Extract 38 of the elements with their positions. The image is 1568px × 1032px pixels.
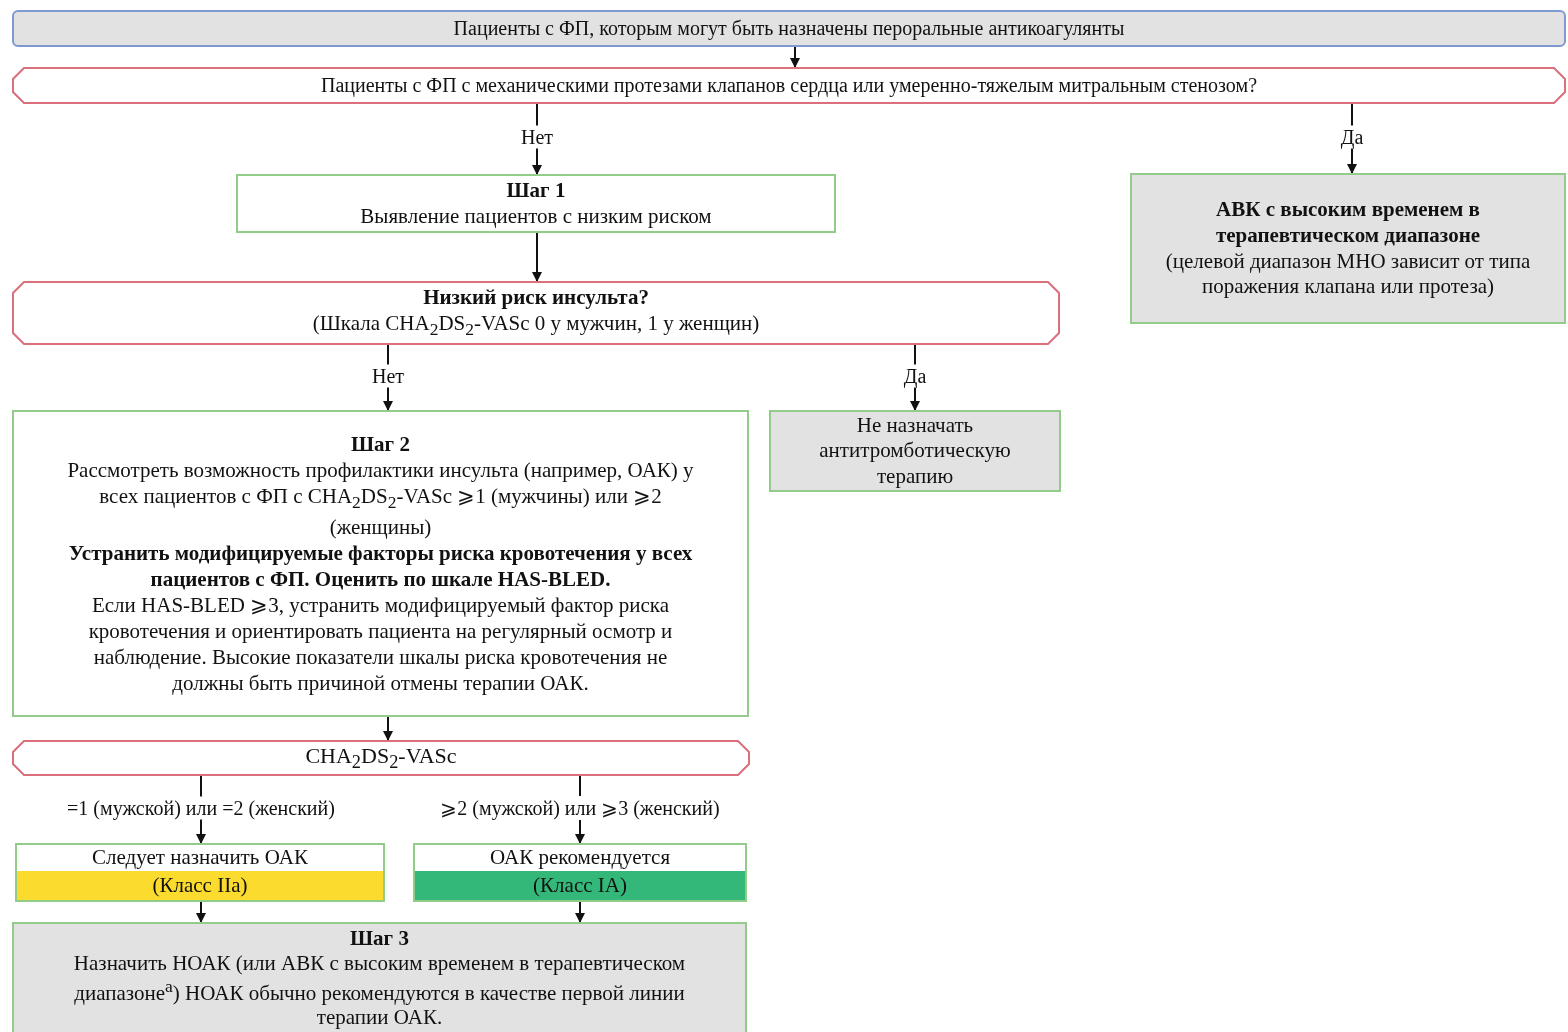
step-text: Рассмотреть возможность профилактики инсульта (например, ОАК) у всех пациентов с ФП с CHA$_{2}$DS$_{2}$-VASc ⩾1 (мужчины) или ⩾2 (женщины) <box>66 456 695 540</box>
step-text: Выявление пациентов с низким риском <box>360 203 712 230</box>
result-box <box>1130 173 1566 324</box>
step-box <box>15 843 385 902</box>
question-heading: Низкий риск инсульта? <box>423 285 649 312</box>
question-text: (Шкала CHA$_{2}$DS$_{2}$-VASc 0 у мужчин, 1 у женщин) <box>312 311 760 341</box>
decision-box <box>12 67 1566 104</box>
recommendation-text: Следует назначить ОАК <box>92 845 308 871</box>
arrow <box>575 901 585 923</box>
step-heading: Шаг 1 <box>506 177 566 204</box>
result-box <box>769 410 1061 492</box>
node-text: Пациенты с ФП, которым могут быть назначены пероральные антикоагулянты <box>453 16 1125 41</box>
question-text: CHA$_{2}$DS$_{2}$-VASc <box>305 742 457 774</box>
class-band: (Класс IIa) <box>17 870 383 901</box>
step-heading: Шаг 3 <box>350 926 409 951</box>
arrow <box>196 901 206 923</box>
step-heading: Шаг 2 <box>351 430 410 457</box>
result-box <box>12 922 747 1032</box>
class-band: (Класс IA) <box>415 870 745 901</box>
edge-label: Да <box>1337 125 1367 148</box>
decision-box <box>12 281 1060 345</box>
edge-label: Да <box>900 364 930 387</box>
arrow <box>790 46 800 68</box>
question-text: Пациенты с ФП с механическими протезами клапанов сердца или умеренно-тяжелым митральным стенозом? <box>320 73 1257 98</box>
step-warning-text: Устранить модифицируемые факторы риска кровотечения у всех пациентов с ФП. Оценить по шкале HAS-BLED. <box>67 539 694 592</box>
step-box <box>236 174 836 233</box>
arrow <box>532 232 542 282</box>
result-text: Не назначать антитромботическую терапию <box>818 412 1012 490</box>
step-box <box>413 843 747 902</box>
result-text: (целевой диапазон МНО зависит от типа поражения клапана или протеза) <box>1164 248 1532 300</box>
start-box <box>12 10 1566 47</box>
recommendation-text: ОАК рекомендуется <box>489 845 671 871</box>
step-text: Назначить НОАК (или АВК с высоким временем в терапевтическом диапазоне$^{а}$) НОАК обычно рекомендуются в качестве первой линии терапии ОАК. <box>72 950 687 1031</box>
decision-box <box>12 740 750 776</box>
step-box <box>12 410 749 717</box>
step-note-text: Если HAS-BLED ⩾3, устранить модифицируемый фактор риска кровотечения и ориентировать пациента на регулярный осмотр и наблюдение. Высокие показатели шкалы риска кровотечения не должны быть причиной отмены терапии ОАК. <box>87 591 674 697</box>
result-heading: АВК с высоким временем в терапевтическом диапазоне <box>1214 197 1482 249</box>
arrow <box>383 716 393 741</box>
